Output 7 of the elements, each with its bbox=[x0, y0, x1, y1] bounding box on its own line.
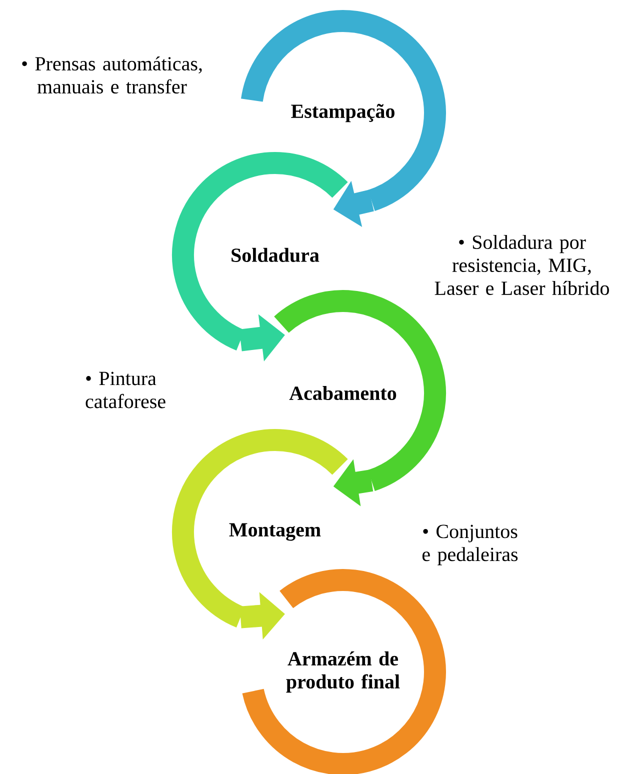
bullet-text: • Prensas automáticas, manuais e transfer bbox=[22, 56, 202, 94]
ring: Montagem bbox=[172, 429, 348, 628]
ring: Estampação bbox=[241, 10, 446, 211]
ring: Armazém de produto final bbox=[242, 569, 446, 774]
bullet-text: • Conjuntos e pedaleiras bbox=[422, 524, 518, 566]
bullet-text: • Pintura cataforese bbox=[86, 372, 166, 408]
ring: Soldadura bbox=[172, 152, 348, 350]
